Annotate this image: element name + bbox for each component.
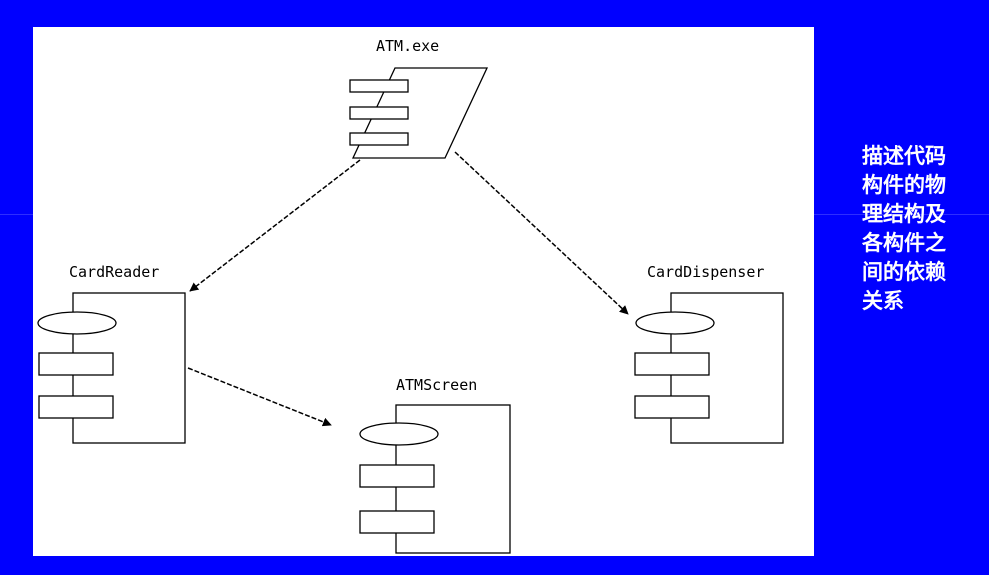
atm-exe-port-3 <box>349 132 409 146</box>
diagram-panel: ATM.exe CardReader CardDispenser <box>33 27 814 556</box>
card-dispenser-port-1 <box>634 352 710 376</box>
card-dispenser-interface <box>635 311 715 335</box>
label-atm-screen: ATMScreen <box>396 376 477 394</box>
atm-screen-interface <box>359 422 439 446</box>
atm-screen-port-1 <box>359 464 435 488</box>
card-reader-port-1 <box>38 352 114 376</box>
component-card-reader: CardReader <box>37 263 186 444</box>
dependency-atm-exe-to-card-dispenser <box>454 151 629 315</box>
component-diagram: ATM.exe CardReader CardDispenser <box>37 37 784 554</box>
card-dispenser-port-2 <box>634 395 710 419</box>
atm-exe-port-2 <box>349 106 409 120</box>
card-reader-interface <box>37 311 117 335</box>
label-card-reader: CardReader <box>69 263 159 281</box>
component-atm-exe: ATM.exe <box>349 37 489 159</box>
slide-caption: 描述代码构件的物理结构及各构件之间的依赖关系 <box>862 144 946 313</box>
atm-screen-port-2 <box>359 510 435 534</box>
dependency-atm-exe-to-card-reader <box>189 159 361 292</box>
card-reader-port-2 <box>38 395 114 419</box>
component-atm-screen: ATMScreen <box>359 376 511 554</box>
dependency-card-reader-to-atm-screen <box>187 367 332 427</box>
label-atm-exe: ATM.exe <box>376 37 439 55</box>
component-card-dispenser: CardDispenser <box>634 263 784 444</box>
atm-exe-port-1 <box>349 79 409 93</box>
label-card-dispenser: CardDispenser <box>647 263 764 281</box>
